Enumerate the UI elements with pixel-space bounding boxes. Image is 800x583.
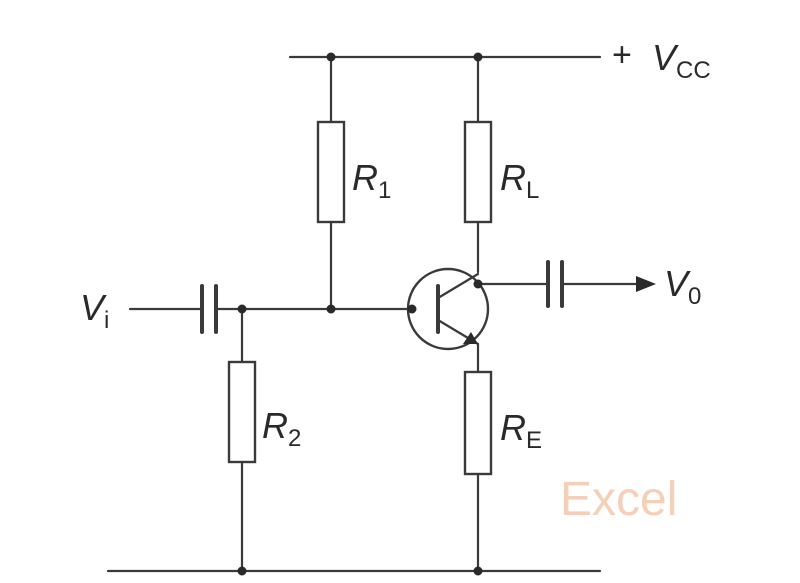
resistor-r1 bbox=[316, 120, 346, 224]
junction-dot bbox=[473, 566, 483, 576]
junction-dot bbox=[473, 279, 483, 289]
resistor-r2 bbox=[227, 360, 257, 464]
r1-label: R1 bbox=[352, 157, 391, 204]
watermark: Excel bbox=[560, 473, 677, 526]
output-arrow-icon bbox=[636, 276, 656, 292]
re-label: RE bbox=[500, 407, 542, 454]
junction-dot bbox=[473, 52, 483, 62]
rl-label: RL bbox=[500, 157, 539, 204]
junction-dot bbox=[326, 304, 336, 314]
resistor-re bbox=[463, 370, 493, 476]
output-label: V0 bbox=[664, 263, 701, 310]
junction-dot bbox=[237, 304, 247, 314]
input-label: Vi bbox=[80, 287, 109, 334]
junction-dot bbox=[326, 52, 336, 62]
junction-dot bbox=[237, 566, 247, 576]
supply-sign: + bbox=[612, 36, 632, 74]
supply-label: VCC bbox=[652, 37, 711, 84]
r2-label: R2 bbox=[262, 405, 301, 452]
resistor-rl bbox=[463, 120, 493, 224]
junction-dot bbox=[407, 304, 417, 314]
